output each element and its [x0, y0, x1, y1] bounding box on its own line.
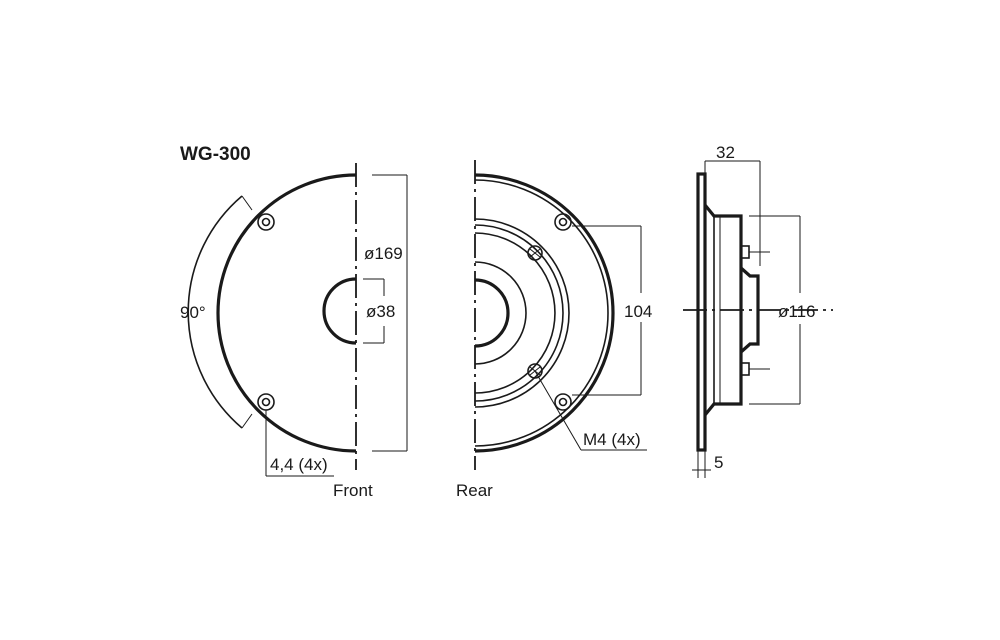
side-rear-boss	[739, 266, 760, 354]
rear-view-label: Rear	[456, 481, 493, 500]
side-horn-body	[703, 203, 743, 417]
hole-size-label: 4,4 (4x)	[270, 455, 328, 474]
rear-ring-middle	[474, 224, 564, 402]
rear-bore	[474, 278, 510, 348]
flange-thickness-label: 5	[714, 453, 723, 472]
depth-label: 32	[716, 143, 735, 162]
thread-size-label: M4 (4x)	[583, 430, 641, 449]
model-title: WG-300	[180, 144, 251, 165]
body-diameter-label: ø116	[778, 302, 816, 321]
angle-label: 90°	[180, 303, 206, 322]
side-view: 32 ø116 5	[683, 143, 833, 478]
threaded-insert-top	[527, 245, 543, 261]
front-bore	[322, 277, 357, 345]
front-view-label: Front	[333, 481, 373, 500]
rear-view: 104 M4 (4x) Rear	[456, 160, 652, 500]
front-mount-hole-top	[257, 213, 275, 231]
rear-ring-inner	[474, 232, 556, 394]
rear-outer-rim	[474, 173, 615, 453]
rear-ring-outer	[474, 218, 570, 408]
angle-ext-line-bottom	[241, 413, 253, 429]
rear-hub-ring	[474, 261, 527, 365]
side-flange	[696, 172, 707, 452]
front-outer-rim	[216, 173, 357, 453]
front-mount-hole-bottom	[257, 393, 275, 411]
outer-diameter-label: ø169	[364, 244, 403, 263]
front-view: 90° ø169 ø38 4,4 (4x) Front	[180, 163, 408, 500]
bore-label: ø38	[366, 302, 395, 321]
angle-ext-line-top	[241, 195, 253, 211]
angle-dimension-arc	[187, 195, 243, 429]
rear-mount-hole-bottom	[554, 393, 572, 411]
bolt-spacing-label: 104	[624, 302, 652, 321]
rear-mount-hole-top	[554, 213, 572, 231]
thread-leader-diagonal	[534, 370, 582, 451]
rear-rim-inner-edge	[474, 179, 609, 447]
